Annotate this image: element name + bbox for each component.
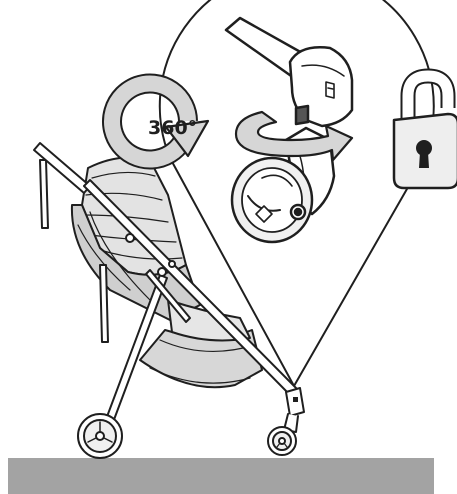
lock-lever — [296, 106, 308, 124]
rotation-label: 360° — [148, 117, 197, 139]
ground — [8, 458, 434, 494]
rear-leg-left — [40, 160, 48, 228]
rear-wheel — [78, 414, 122, 458]
front-wheel — [268, 427, 296, 455]
rear-leg-right — [100, 265, 108, 342]
